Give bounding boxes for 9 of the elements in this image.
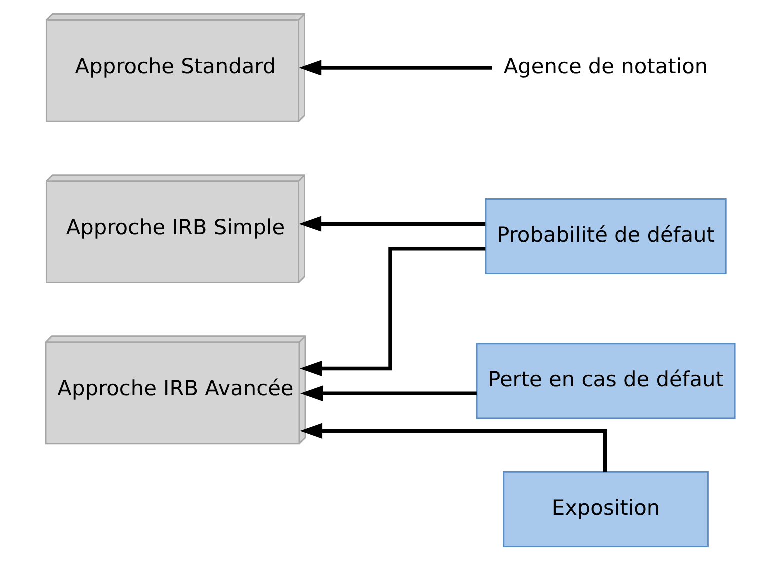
node-box: Perte en cas de défaut [476, 343, 736, 420]
arrow [299, 216, 486, 232]
arrow [300, 247, 486, 377]
arrow [299, 60, 492, 76]
arrow [300, 386, 477, 402]
node-box: Exposition [503, 471, 709, 548]
node-text: Agence de notation [504, 54, 708, 78]
node-box: Probabilité de défaut [485, 198, 727, 275]
arrow [300, 423, 608, 472]
